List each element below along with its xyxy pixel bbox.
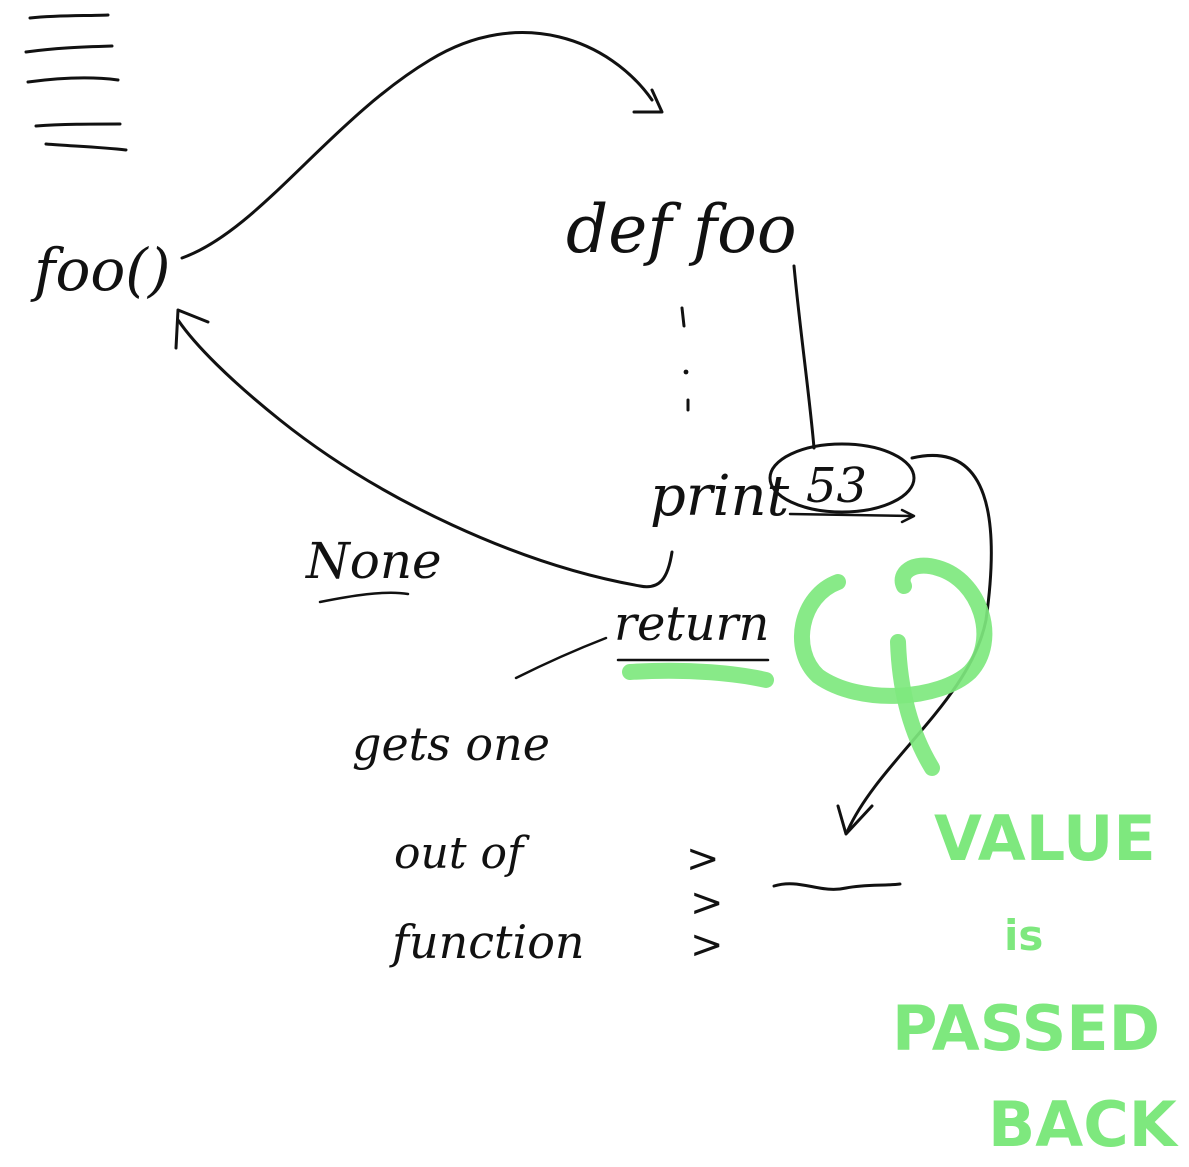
prior-code-lines: [24, 13, 128, 152]
return-keyword: return: [614, 596, 769, 652]
body-dot-1: [683, 369, 689, 375]
call-arrow: [180, 31, 654, 260]
call-text: foo(): [30, 236, 171, 304]
code-line-1: [28, 13, 110, 20]
print-arg-circle: [768, 442, 916, 514]
def-text: def foo: [566, 191, 797, 268]
call-arrowhead: [632, 88, 664, 114]
parens-highlight-tail: [890, 634, 940, 776]
gets-line-1: gets one: [352, 717, 550, 771]
return-arrow: [176, 318, 674, 589]
output-arrowhead: [836, 804, 874, 836]
code-line-2: [24, 44, 114, 54]
annotation-line-2: is: [1004, 911, 1043, 960]
none-label: None: [305, 532, 442, 590]
code-line-5: [44, 142, 128, 152]
print-arg: 53: [806, 458, 867, 514]
code-line-3: [26, 76, 120, 84]
print-keyword: print: [650, 464, 790, 529]
annotation-line-1: VALUE: [934, 802, 1156, 875]
parens-highlight: [794, 557, 993, 704]
print-underline: [788, 512, 914, 518]
annotation-line-3: PASSED: [892, 992, 1160, 1065]
prompt-mark-3: >: [690, 922, 724, 968]
annotation-line-4: BACK: [988, 1088, 1179, 1161]
body-tick-1: [680, 306, 686, 328]
prompt-mark-2: >: [690, 880, 724, 926]
output-arrow: [846, 454, 993, 832]
return-arrowhead: [174, 308, 210, 350]
def-to-arg-line: [792, 264, 816, 450]
prompt-mark-1: >: [686, 836, 720, 882]
return-pointer-line: [514, 636, 608, 680]
none-underline: [318, 591, 410, 604]
code-line-4: [34, 122, 122, 128]
print-underline-arrowhead: [900, 508, 916, 524]
return-highlight: [622, 662, 774, 688]
gets-line-3: function: [389, 915, 585, 969]
gets-line-2: out of: [394, 828, 530, 879]
output-value-squiggle: [772, 882, 902, 891]
function-body-dots: [680, 306, 690, 412]
